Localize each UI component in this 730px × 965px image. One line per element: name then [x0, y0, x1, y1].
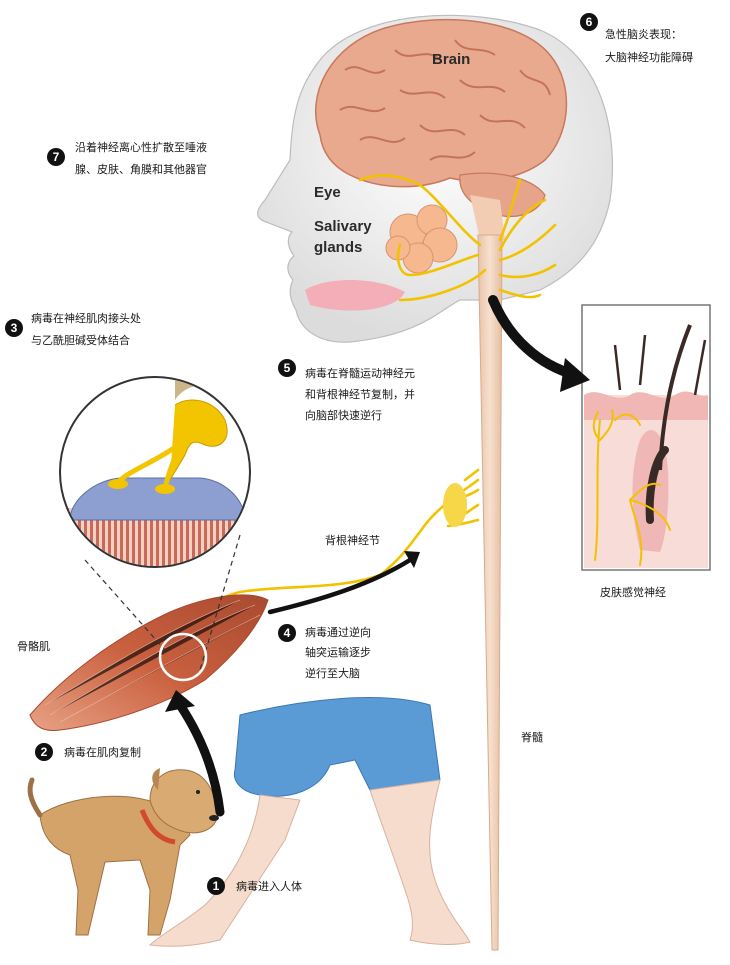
- zoom-target: [158, 632, 208, 682]
- dog: [27, 768, 219, 936]
- step-5-text-line-1: 病毒在脊髓运动神经元: [305, 367, 415, 380]
- label-salivary-1: Salivary: [314, 218, 372, 235]
- label-salivary-2: glands: [314, 239, 363, 256]
- step-2-badge: 2: [35, 743, 53, 761]
- step-7-text-line-1: 沿着神经离心性扩散至唾液: [75, 141, 207, 154]
- step-7-text-line-2: 腺、皮肤、角膜和其他器官: [75, 163, 207, 176]
- arrow-to-muscle: [175, 700, 225, 817]
- muscle-fibers: [44, 599, 261, 723]
- step-4-text-line-1: 病毒通过逆向: [305, 626, 371, 639]
- dorsal-root-ganglion: [443, 483, 467, 527]
- step-4-text-line-3: 逆行至大脑: [305, 667, 360, 680]
- step-2-text: 病毒在肌肉复制: [64, 746, 141, 759]
- step-4-text-line-2: 轴突运输逐步: [305, 646, 371, 659]
- step-6-text-line-2: 大脑神经功能障碍: [605, 51, 693, 64]
- label-skeletal-muscle: 骨骼肌: [17, 640, 50, 653]
- label-brain: Brain: [432, 51, 471, 68]
- label-spinal-cord: 脊髓: [521, 731, 543, 744]
- mouth-cavity: [305, 280, 405, 311]
- zoom-lines: [84, 534, 241, 671]
- skin-inset: [581, 304, 711, 571]
- salivary-glands: [385, 204, 458, 274]
- step-1-badge: 1: [207, 877, 225, 895]
- step-6-badge: 6: [580, 13, 598, 31]
- arrow-to-skin: [488, 295, 580, 380]
- step-7-badge: 7: [47, 148, 65, 166]
- arrow-to-drg: [267, 557, 413, 615]
- spinal-cord: [477, 234, 503, 951]
- legs: [148, 779, 471, 947]
- step-5-text-line-2: 和背根神经节复制，并: [305, 388, 415, 401]
- label-dorsal-root-ganglion: 背根神经节: [325, 534, 380, 547]
- step-3-text-line-1: 病毒在神经肌肉接头处: [31, 312, 141, 325]
- shorts: [233, 697, 441, 797]
- nmj-magnifier: [59, 376, 251, 568]
- brain: [315, 18, 568, 240]
- step-5-badge: 5: [278, 359, 296, 377]
- step-3-text-line-2: 与乙酰胆碱受体结合: [31, 334, 130, 347]
- step-5-text-line-3: 向脑部快速逆行: [305, 409, 382, 422]
- label-skin-sensory-nerve: 皮肤感觉神经: [600, 586, 666, 599]
- label-eye: Eye: [314, 184, 341, 201]
- step-3-badge: 3: [5, 319, 23, 337]
- step-4-badge: 4: [278, 624, 296, 642]
- step-1-text: 病毒进入人体: [236, 880, 302, 893]
- head-nerves: [358, 174, 557, 302]
- step-6-text-line-1: 急性脑炎表现：: [605, 28, 682, 41]
